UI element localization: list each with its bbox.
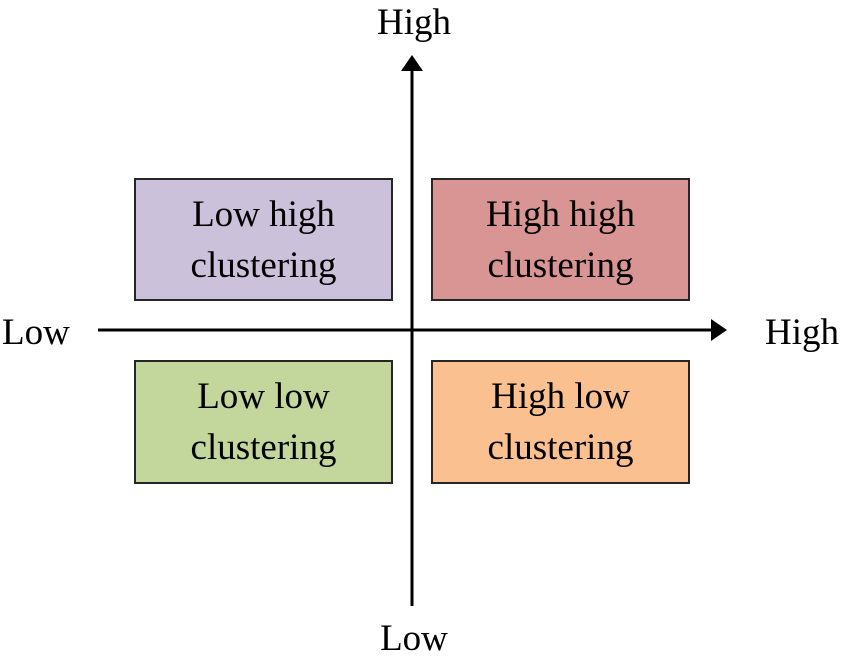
quadrant-high-high-clustering: High high clustering <box>431 178 690 301</box>
quadrant-label-line1: Low low <box>197 376 330 417</box>
y-axis-high-label: High <box>377 2 451 43</box>
quadrant-label-line2: clustering <box>487 244 634 286</box>
quadrant-label-line2: clustering <box>190 244 337 286</box>
quadrant-high-low-clustering: High low clustering <box>431 360 690 484</box>
quadrant-low-low-clustering: Low low clustering <box>134 360 393 484</box>
quadrant-label-line1: Low high <box>192 193 335 235</box>
quadrant-low-high-clustering: Low high clustering <box>134 178 393 301</box>
y-axis-arrowhead <box>401 55 423 71</box>
x-axis-low-label: Low <box>2 312 70 353</box>
y-axis-low-label: Low <box>380 618 448 659</box>
quadrant-label-line2: clustering <box>190 427 337 468</box>
x-axis-high-label: High <box>765 312 839 353</box>
quadrant-label-line1: High high <box>485 193 636 235</box>
quadrant-label-line2: clustering <box>487 427 634 468</box>
quadrant-label-line1: High low <box>491 376 630 417</box>
x-axis-arrowhead <box>711 319 727 341</box>
